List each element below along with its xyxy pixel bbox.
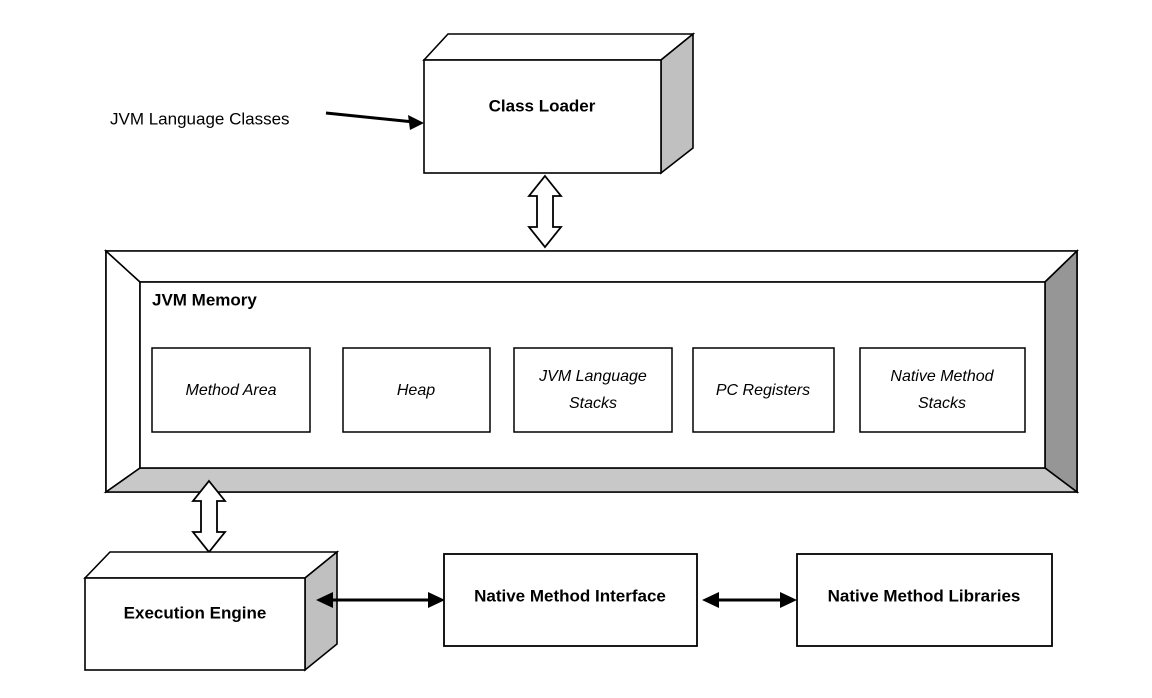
arrow-native-method-interface-to-libraries xyxy=(702,592,797,608)
memory-region-native-method-stacks[interactable]: Native Method Stacks xyxy=(859,347,1026,433)
jvm-memory-container[interactable]: JVM Memory Method Area Heap JVM Language… xyxy=(103,249,1080,494)
native-method-interface-label: Native Method Interface xyxy=(474,586,666,605)
memory-region-label-line2: Stacks xyxy=(918,395,966,412)
memory-region-jvm-language-stacks[interactable]: JVM Language Stacks xyxy=(513,347,673,433)
arrow-classes-to-class-loader xyxy=(325,111,424,130)
memory-region-heap[interactable]: Heap xyxy=(342,347,491,433)
memory-region-label-line1: JVM Language xyxy=(538,368,647,385)
jvm-memory-label: JVM Memory xyxy=(152,290,257,309)
memory-region-label: Method Area xyxy=(185,382,276,399)
memory-region-label: Heap xyxy=(397,382,435,399)
memory-region-method-area[interactable]: Method Area xyxy=(151,347,311,433)
memory-region-pc-registers[interactable]: PC Registers xyxy=(692,347,835,433)
arrow-execution-engine-to-native-method-interface xyxy=(316,592,445,608)
arrow-class-loader-to-jvm-memory xyxy=(527,174,563,249)
execution-engine-box[interactable]: Execution Engine xyxy=(83,550,340,672)
memory-region-label: PC Registers xyxy=(716,382,810,399)
execution-engine-label: Execution Engine xyxy=(124,603,267,622)
native-method-libraries-box[interactable]: Native Method Libraries xyxy=(796,553,1053,647)
memory-region-label-line1: Native Method xyxy=(890,368,994,385)
class-loader-box[interactable]: Class Loader xyxy=(422,32,696,175)
memory-region-label-line2: Stacks xyxy=(569,395,617,412)
native-method-interface-box[interactable]: Native Method Interface xyxy=(443,553,698,647)
input-label-jvm-language-classes: JVM Language Classes xyxy=(110,109,290,128)
class-loader-label: Class Loader xyxy=(489,96,596,115)
native-method-libraries-label: Native Method Libraries xyxy=(828,586,1021,605)
